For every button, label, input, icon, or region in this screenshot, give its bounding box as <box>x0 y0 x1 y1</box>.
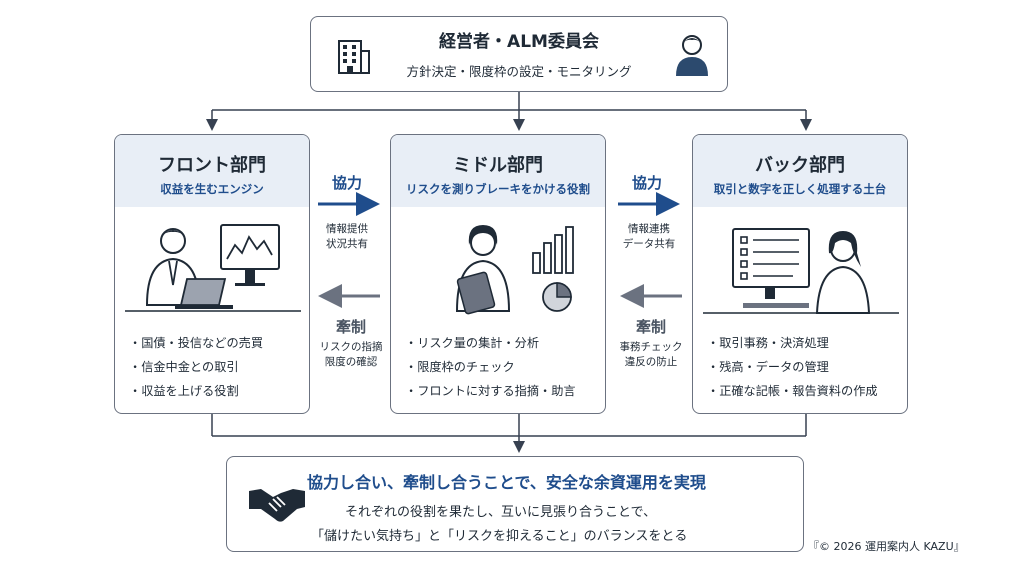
left-restrain-title: 牽制 <box>335 318 366 336</box>
front-role-list: 国債・投信などの売買 信金中金との取引 収益を上げる役割 <box>129 331 263 403</box>
management-box: 経営者・ALM委員会 方針決定・限度枠の設定・モニタリング <box>310 16 728 92</box>
right-restrain-note: 事務チェック 違反の防止 <box>606 340 696 370</box>
list-item: フロントに対する指摘・助言 <box>405 379 575 403</box>
right-coop-line2: データ共有 <box>622 238 676 250</box>
middle-role-list: リスク量の集計・分析 限度枠のチェック フロントに対する指摘・助言 <box>405 331 576 403</box>
middle-subtitle: リスクを測りブレーキをかける役割 <box>406 182 590 196</box>
front-title: フロント部門 <box>158 155 266 176</box>
handshake-icon <box>249 489 305 522</box>
conclusion-line1: それぞれの役割を果たし、互いに見張り合うことで、 <box>345 505 657 520</box>
conclusion-box: 協力し合い、牽制し合うことで、安全な余資運用を実現 それぞれの役割を果たし、互い… <box>226 456 804 552</box>
back-title: バック部門 <box>755 155 845 176</box>
list-item: 信金中金との取引 <box>129 355 263 379</box>
front-header <box>115 135 309 207</box>
front-department-box: フロント部門 収益を生むエンジン 国債・投信などの売買 信金中金との取引 収益を… <box>114 134 310 414</box>
copyright-text: 『© 2026 運用案内人 KAZU』 <box>808 540 965 553</box>
conclusion-line2: 「儲けたい気持ち」と「リスクを抑えること」のバランスをとる <box>311 529 688 544</box>
list-item: 国債・投信などの売買 <box>129 331 263 355</box>
left-coop-line2: 状況共有 <box>326 238 368 250</box>
list-item: 正確な記帳・報告資料の作成 <box>707 379 877 403</box>
list-item: リスク量の集計・分析 <box>405 331 576 355</box>
left-coop-title: 協力 <box>331 174 362 192</box>
back-office-illustration <box>703 228 899 314</box>
right-coop-line1: 情報連携 <box>628 223 670 235</box>
management-title: 経営者・ALM委員会 <box>439 32 599 52</box>
front-subtitle: 収益を生むエンジン <box>160 182 264 196</box>
middle-header <box>391 135 605 207</box>
trader-illustration <box>125 224 301 312</box>
back-header <box>693 135 907 207</box>
right-coop-note: 情報連携 データ共有 <box>604 222 694 252</box>
left-restrain-note: リスクの指摘 限度の確認 <box>306 340 396 370</box>
list-item: 収益を上げる役割 <box>129 379 263 403</box>
left-restrain-line1: リスクの指摘 <box>319 341 383 353</box>
back-subtitle: 取引と数字を正しく処理する土台 <box>713 182 887 196</box>
building-icon <box>338 40 370 74</box>
left-coop-line1: 情報提供 <box>326 223 368 235</box>
right-coop-title: 協力 <box>631 174 662 192</box>
management-subtitle: 方針決定・限度枠の設定・モニタリング <box>406 64 632 79</box>
analyst-illustration <box>455 225 574 315</box>
list-item: 限度枠のチェック <box>405 355 576 379</box>
person-icon <box>676 35 708 76</box>
right-restrain-line1: 事務チェック <box>619 341 683 353</box>
left-restrain-line2: 限度の確認 <box>324 356 378 368</box>
conclusion-title: 協力し合い、牽制し合うことで、安全な余資運用を実現 <box>307 473 706 492</box>
left-coop-note: 情報提供 状況共有 <box>302 222 392 252</box>
list-item: 残高・データの管理 <box>707 355 878 379</box>
right-restrain-title: 牽制 <box>635 318 666 336</box>
back-role-list: 取引事務・決済処理 残高・データの管理 正確な記帳・報告資料の作成 <box>707 331 878 403</box>
middle-department-box: ミドル部門 リスクを測りブレーキをかける役割 リスク量の集計・分析 限度枠のチェ… <box>390 134 606 414</box>
back-department-box: バック部門 取引と数字を正しく処理する土台 取引事務・決済処理 残高・データの管… <box>692 134 908 414</box>
right-restrain-line2: 違反の防止 <box>624 356 678 368</box>
middle-title: ミドル部門 <box>453 155 543 176</box>
list-item: 取引事務・決済処理 <box>707 331 878 355</box>
